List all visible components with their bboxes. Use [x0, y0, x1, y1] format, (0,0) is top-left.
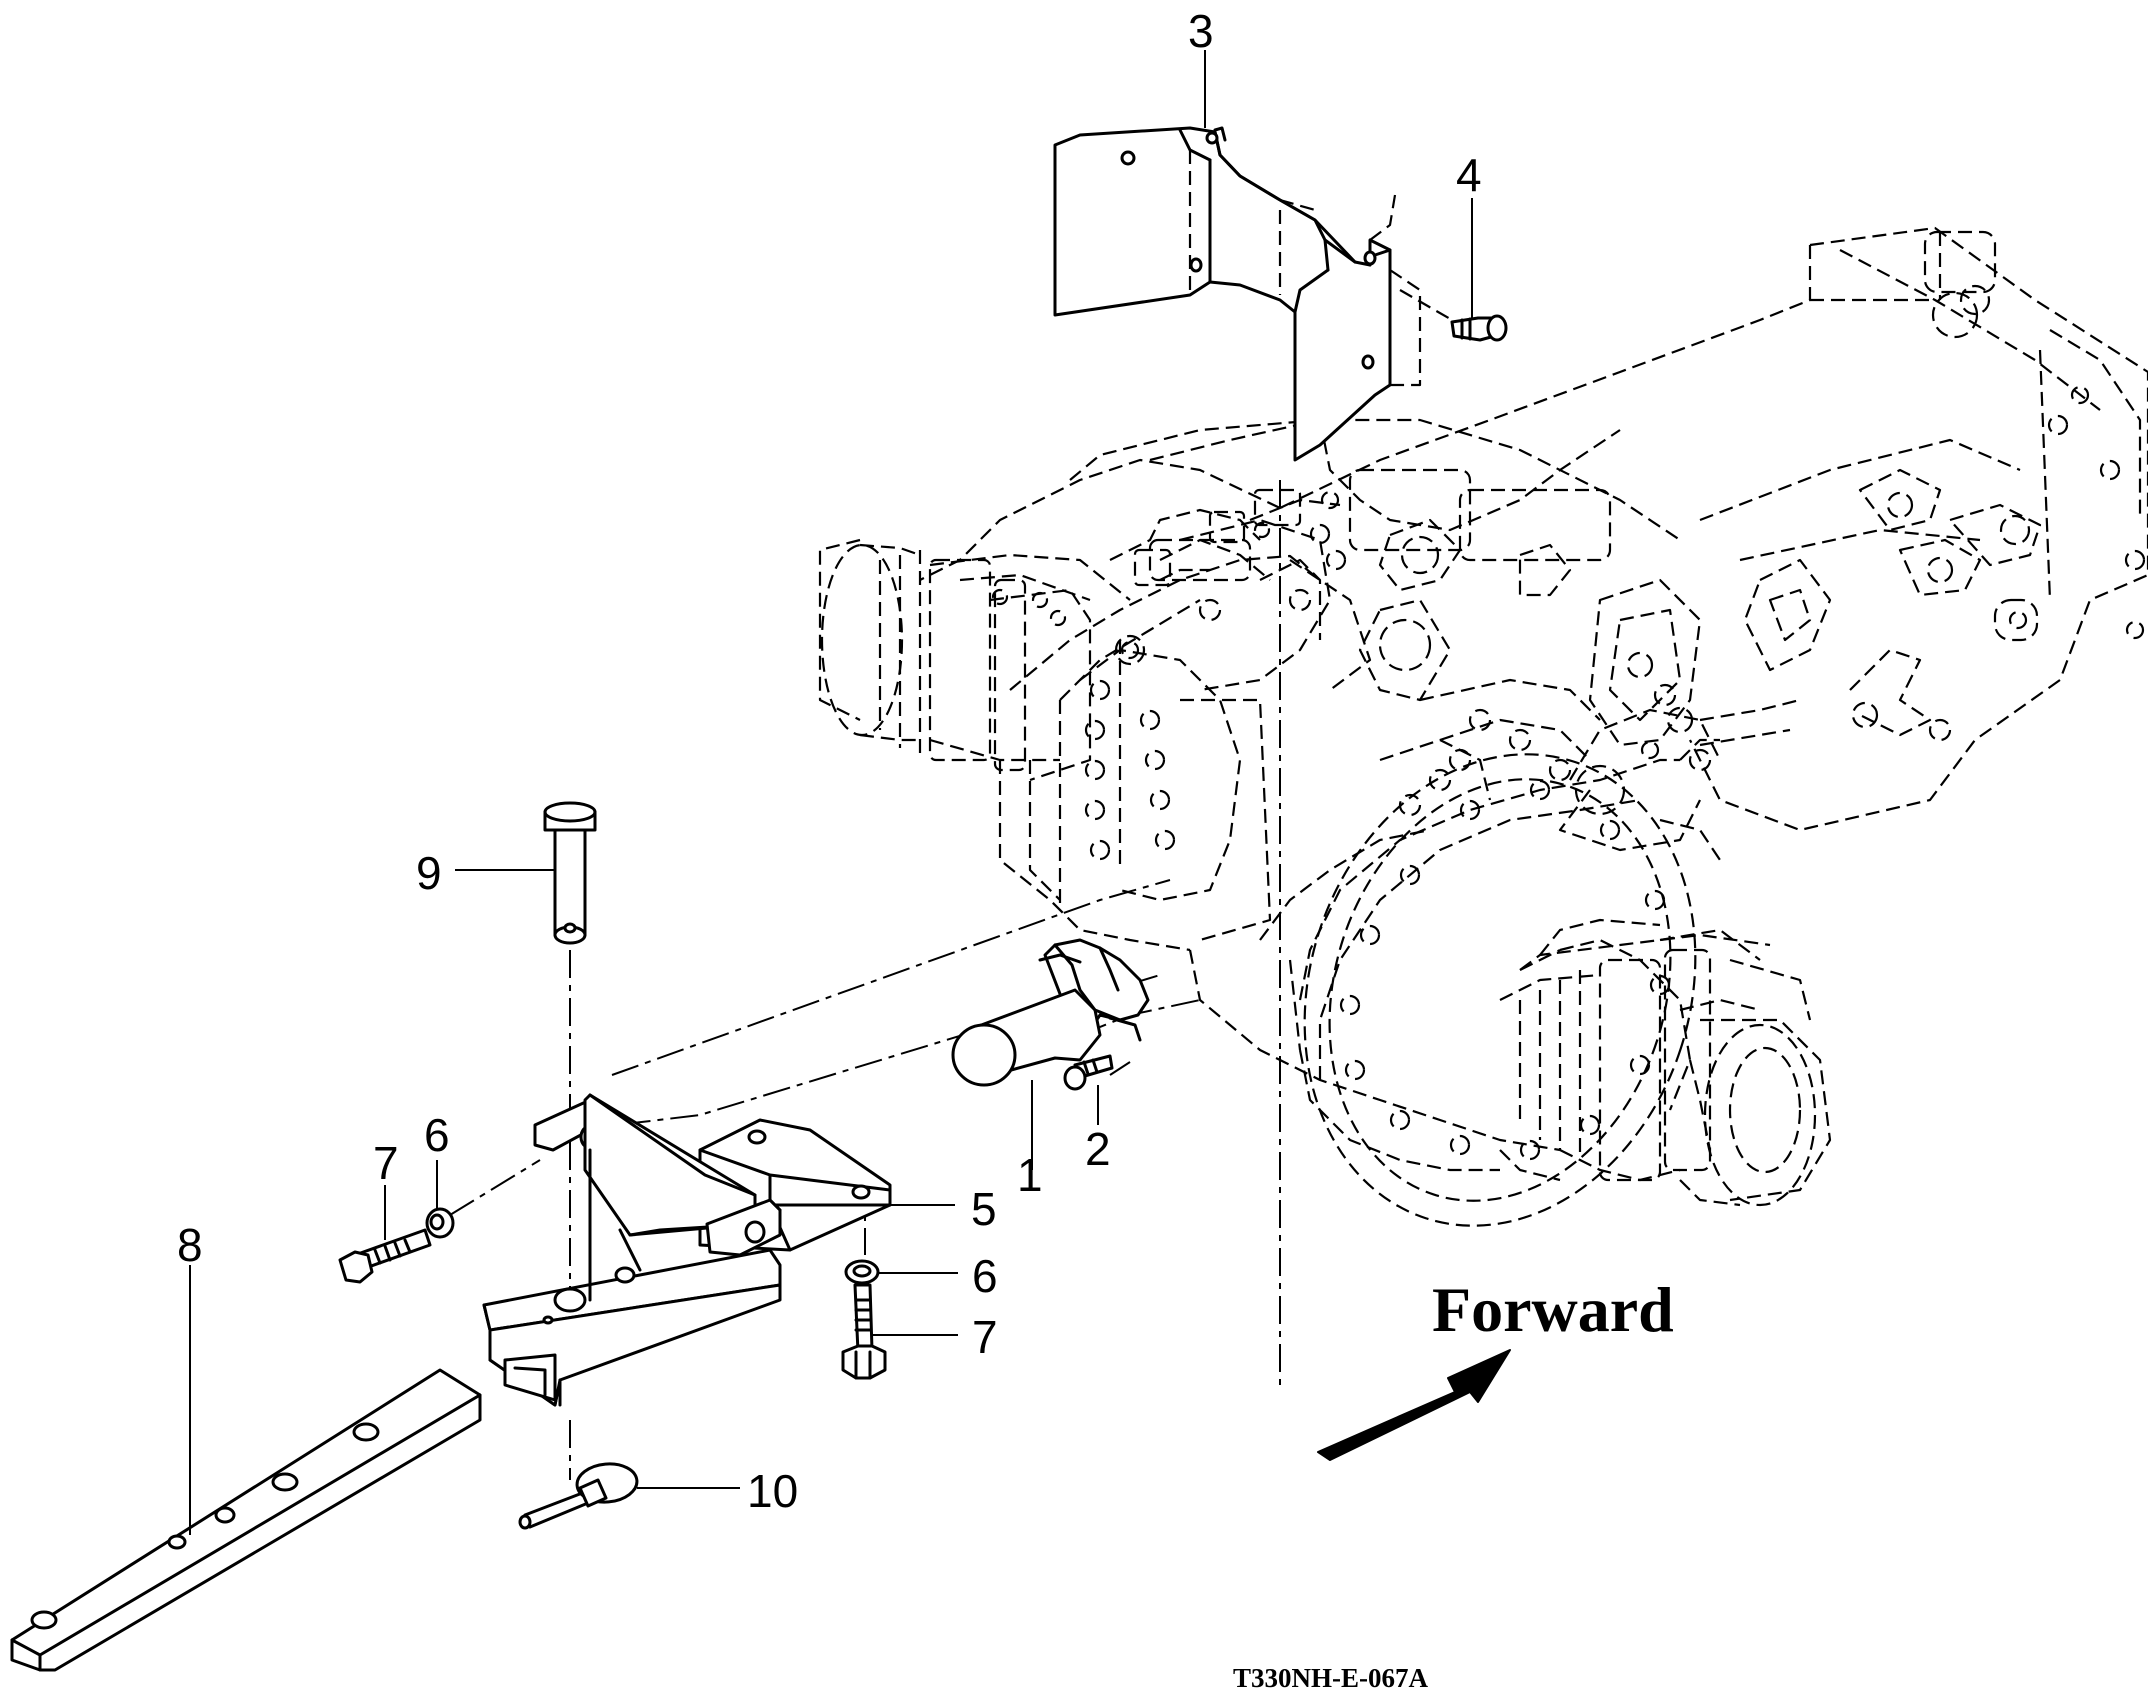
callout-8: 8 — [177, 1219, 203, 1271]
bracket-part-3 — [1053, 126, 1422, 462]
pin-part-9 — [543, 801, 597, 945]
forward-arrow — [1317, 1349, 1511, 1461]
callout-7-right: 7 — [972, 1311, 998, 1363]
drawbar-part-8 — [10, 1368, 482, 1672]
bolt-part-4 — [1399, 289, 1508, 342]
bolt-part-7-left — [338, 1228, 432, 1284]
centerline-drawbar-b — [611, 879, 1171, 1076]
bolt-part-2 — [1063, 1054, 1114, 1091]
callout-6-left: 6 — [424, 1109, 450, 1161]
callout-1: 1 — [1017, 1149, 1043, 1201]
callout-4: 4 — [1456, 149, 1482, 201]
callout-9: 9 — [416, 847, 442, 899]
centerline-bolt-left — [449, 1159, 541, 1216]
centerline-bolt2 — [1109, 1061, 1131, 1076]
forward-label: Forward — [1432, 1274, 1674, 1345]
bolt-part-7-right — [841, 1283, 887, 1380]
drawbar-bracket-part-5 — [482, 1093, 892, 1407]
callout-7-left: 7 — [373, 1137, 399, 1189]
callout-3: 3 — [1188, 5, 1214, 57]
leader-lines — [189, 50, 1473, 1535]
lynch-pin-part-10 — [518, 1462, 639, 1530]
callout-5: 5 — [971, 1183, 997, 1235]
callout-6-right: 6 — [972, 1250, 998, 1302]
callout-2: 2 — [1085, 1123, 1111, 1175]
callout-10: 10 — [747, 1465, 799, 1517]
washer-part-6-right — [844, 1259, 880, 1285]
drawing-code: T330NH-E-067A — [1233, 1663, 1428, 1693]
bushing-part-1 — [951, 938, 1150, 1087]
washer-part-6-left — [425, 1207, 455, 1239]
transmission-housing — [818, 226, 2148, 1227]
